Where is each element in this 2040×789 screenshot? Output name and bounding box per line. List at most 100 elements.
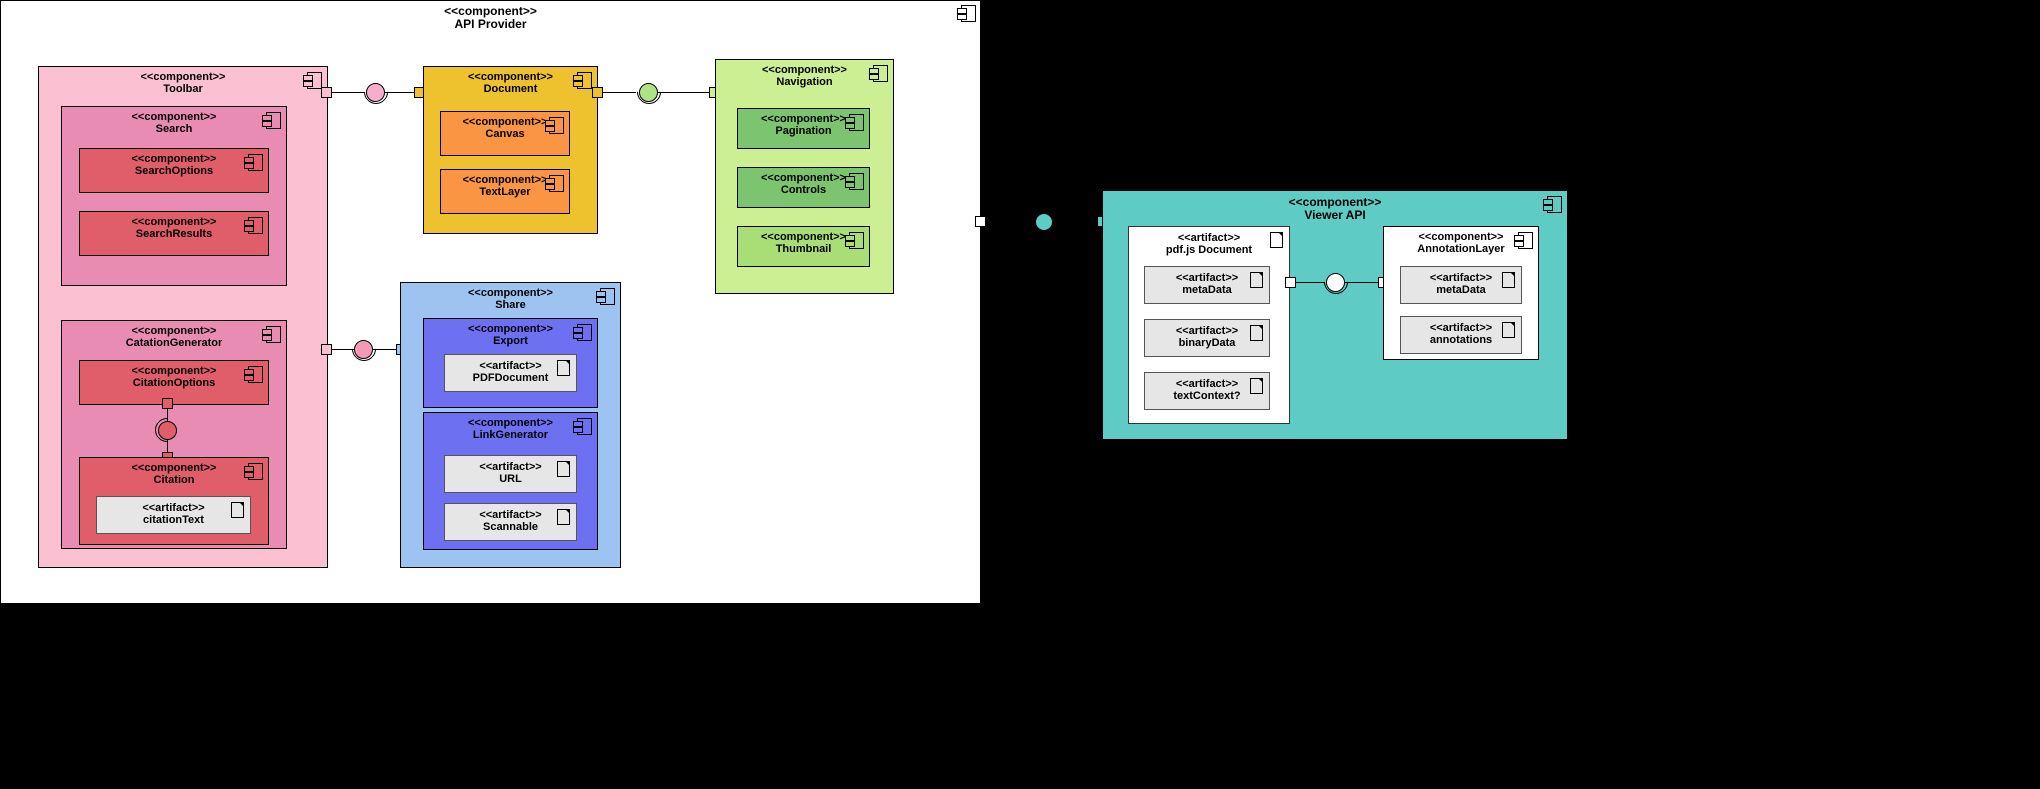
artifact-document-icon xyxy=(1250,325,1263,341)
component-search-results[interactable]: <<component>> SearchResults xyxy=(79,211,269,256)
artifact-binary-data-stereotype: <<artifact>> xyxy=(1175,325,1239,337)
component-export-name: Export xyxy=(493,335,528,347)
port-api-provider-out[interactable] xyxy=(975,216,986,227)
artifact-text-context-name: textContext? xyxy=(1173,390,1241,402)
component-navigation-stereotype: <<component>> xyxy=(762,64,847,76)
connector-document-navigation-wire-left xyxy=(603,92,636,94)
component-citation-label: <<component>> Citation xyxy=(80,462,268,486)
artifact-url[interactable]: <<artifact>> URL xyxy=(444,455,577,493)
component-icon xyxy=(957,5,976,22)
artifact-pdf-document-label: <<artifact>> PDFDocument xyxy=(445,360,576,384)
artifact-text-context[interactable]: <<artifact>> textContext? xyxy=(1144,372,1270,410)
component-icon xyxy=(845,114,864,131)
artifact-document-icon xyxy=(557,461,570,477)
component-controls[interactable]: <<component>> Controls xyxy=(737,167,870,208)
artifact-annotation-meta-data-stereotype: <<artifact>> xyxy=(1429,272,1493,284)
component-search-options-label: <<component>> SearchOptions xyxy=(80,153,268,177)
package-api-provider-stereotype: <<component>> xyxy=(444,4,537,18)
port-pdfjs-document-out[interactable] xyxy=(1285,277,1296,288)
artifact-annotations-name: annotations xyxy=(1429,334,1493,346)
component-icon xyxy=(845,173,864,190)
package-viewer-api-title: <<component>> Viewer API xyxy=(1103,196,1567,222)
provided-interface-ball-icon[interactable] xyxy=(158,421,177,440)
artifact-document-icon xyxy=(557,360,570,376)
component-document-name: Document xyxy=(483,83,538,95)
component-share-stereotype: <<component>> xyxy=(468,287,553,299)
connector-document-navigation-wire-right xyxy=(658,92,709,94)
artifact-citation-text-label: <<artifact>> citationText xyxy=(97,502,250,526)
component-navigation-name: Navigation xyxy=(776,76,833,88)
component-link-generator-stereotype: <<component>> xyxy=(468,417,553,429)
component-search-options-stereotype: <<component>> xyxy=(131,153,217,165)
artifact-binary-data-name: binaryData xyxy=(1178,337,1236,349)
component-thumbnail[interactable]: <<component>> Thumbnail xyxy=(737,226,870,267)
artifact-pdf-document[interactable]: <<artifact>> PDFDocument xyxy=(444,354,577,392)
artifact-scannable-stereotype: <<artifact>> xyxy=(479,509,542,521)
port-toolbar-share-out[interactable] xyxy=(321,344,332,355)
component-search-results-name: SearchResults xyxy=(135,228,213,240)
component-pagination[interactable]: <<component>> Pagination xyxy=(737,108,870,149)
artifact-url-stereotype: <<artifact>> xyxy=(479,461,542,473)
component-search-options[interactable]: <<component>> SearchOptions xyxy=(79,148,269,193)
component-share-label: <<component>> Share xyxy=(401,287,620,311)
component-citation-options-stereotype: <<component>> xyxy=(131,365,217,377)
port-citation-options[interactable] xyxy=(162,398,173,409)
provided-interface-ball-icon[interactable] xyxy=(639,83,658,102)
component-search-results-label: <<component>> SearchResults xyxy=(80,216,268,240)
component-search-name: Search xyxy=(155,123,193,135)
component-text-layer[interactable]: <<component>> TextLayer xyxy=(440,169,570,214)
component-citation-options[interactable]: <<component>> CitationOptions xyxy=(79,360,269,405)
artifact-document-icon xyxy=(1502,272,1515,288)
component-toolbar-name: Toolbar xyxy=(163,83,203,95)
package-api-provider-title: <<component>> API Provider xyxy=(1,5,980,31)
component-search-options-name: SearchOptions xyxy=(134,165,214,177)
artifact-scannable[interactable]: <<artifact>> Scannable xyxy=(444,503,577,541)
component-icon xyxy=(573,418,592,435)
artifact-url-name: URL xyxy=(499,473,522,485)
artifact-pdfjs-document-name: pdf.js Document xyxy=(1165,244,1253,256)
artifact-meta-data[interactable]: <<artifact>> metaData xyxy=(1144,266,1270,304)
connector-toolbar-document-wire-right xyxy=(385,92,416,94)
artifact-annotations[interactable]: <<artifact>> annotations xyxy=(1400,316,1522,354)
component-export-label: <<component>> Export xyxy=(424,323,597,347)
component-icon xyxy=(869,65,888,82)
connector-pdfjs-annotation-wire-left xyxy=(1296,282,1324,284)
connector-citation-share-wire-right xyxy=(373,349,397,351)
component-icon xyxy=(244,366,263,383)
component-search-stereotype: <<component>> xyxy=(131,111,217,123)
component-citation-options-label: <<component>> CitationOptions xyxy=(80,365,268,389)
artifact-text-context-label: <<artifact>> textContext? xyxy=(1145,378,1269,402)
provided-interface-ball-icon[interactable] xyxy=(366,83,385,102)
artifact-binary-data[interactable]: <<artifact>> binaryData xyxy=(1144,319,1270,357)
component-icon xyxy=(1514,232,1533,249)
artifact-citation-text[interactable]: <<artifact>> citationText xyxy=(96,496,251,534)
component-icon xyxy=(573,324,592,341)
provided-interface-ball-icon[interactable] xyxy=(1326,273,1345,292)
component-citation-name: Citation xyxy=(153,474,195,486)
provided-interface-ball-icon[interactable] xyxy=(1036,214,1052,230)
port-toolbar-out[interactable] xyxy=(321,87,332,98)
component-share-name: Share xyxy=(495,299,526,311)
component-canvas[interactable]: <<component>> Canvas xyxy=(440,111,570,156)
artifact-scannable-label: <<artifact>> Scannable xyxy=(445,509,576,533)
artifact-pdf-document-name: PDFDocument xyxy=(472,372,549,384)
package-api-provider-name: API Provider xyxy=(454,17,527,31)
artifact-url-label: <<artifact>> URL xyxy=(445,461,576,485)
component-icon xyxy=(545,175,564,192)
port-document-out[interactable] xyxy=(592,87,603,98)
component-icon xyxy=(244,463,263,480)
component-citation-generator-name: CatationGenerator xyxy=(125,337,223,349)
artifact-annotations-label: <<artifact>> annotations xyxy=(1401,322,1521,346)
component-icon xyxy=(596,288,615,305)
artifact-annotation-meta-data[interactable]: <<artifact>> metaData xyxy=(1400,266,1522,304)
artifact-document-icon xyxy=(557,509,570,525)
component-search-label: <<component>> Search xyxy=(62,111,286,135)
component-search[interactable]: <<component>> Search xyxy=(61,106,287,286)
artifact-meta-data-label: <<artifact>> metaData xyxy=(1145,272,1269,296)
component-icon xyxy=(845,232,864,249)
artifact-scannable-name: Scannable xyxy=(482,521,539,533)
artifact-binary-data-label: <<artifact>> binaryData xyxy=(1145,325,1269,349)
component-icon xyxy=(244,217,263,234)
connector-pdfjs-annotation-wire-right xyxy=(1345,282,1379,284)
provided-interface-ball-icon[interactable] xyxy=(354,340,373,359)
